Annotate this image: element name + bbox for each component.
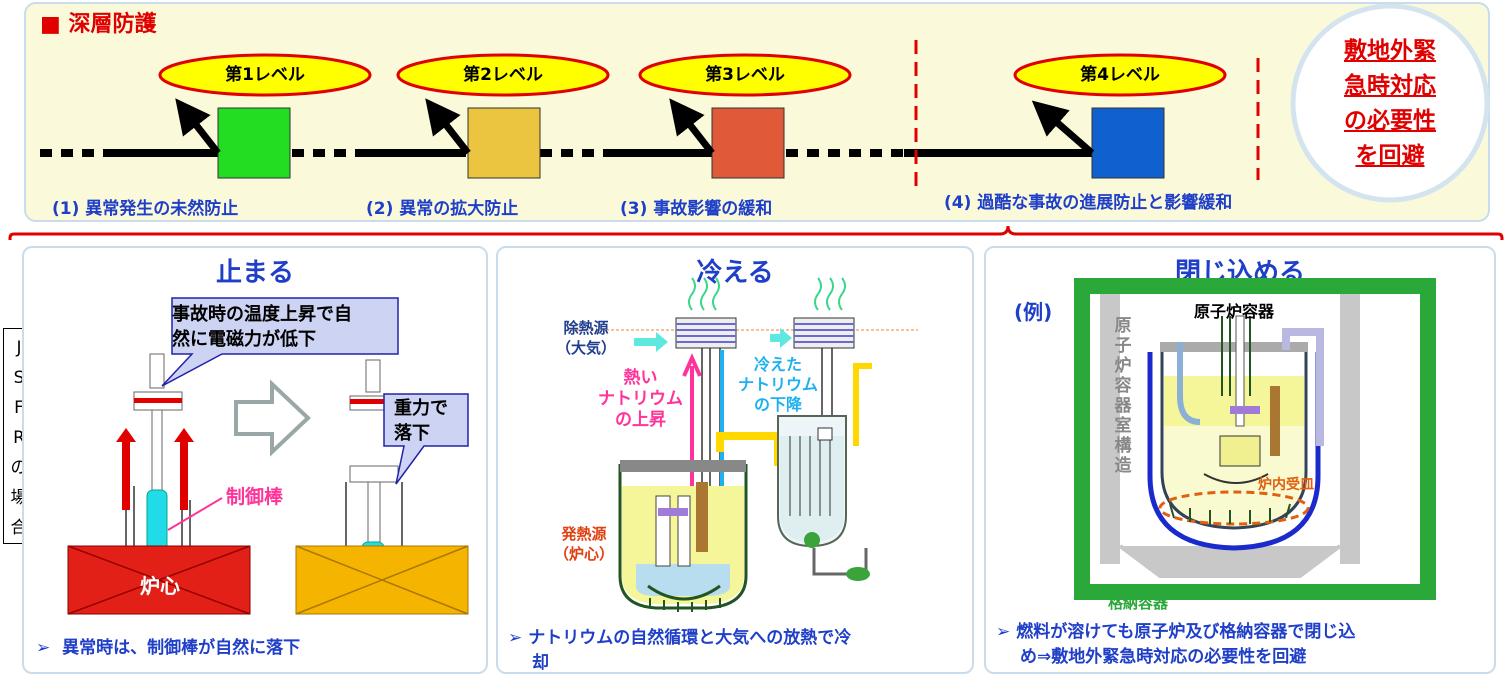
level4-square	[1091, 107, 1165, 179]
hot-sodium-label: 熱い ナトリウム の上昇	[598, 368, 683, 430]
level2-label: 第2レベル	[463, 65, 543, 85]
arrow-3	[669, 98, 715, 156]
reactor-vessel-label: 原子炉容器	[1194, 302, 1275, 321]
level3-label: 第3レベル	[705, 65, 785, 85]
avoid-circle	[1290, 3, 1490, 203]
stop-callout-gravity: 重力で 落下	[394, 398, 448, 444]
cool-panel-title: 冷える	[696, 258, 774, 288]
heat-source-label: 発熱源 （炉心）	[554, 525, 615, 563]
stop-callout-temperature: 事故時の温度上昇で自 然に電磁力が低下	[172, 304, 352, 350]
reactor-room-label: 原 子 炉 容 器 室 構 造	[1114, 316, 1132, 476]
arrow-2	[425, 98, 471, 156]
example-label: (例)	[1014, 300, 1053, 324]
stop-panel-title: 止まる	[215, 258, 294, 288]
level1-ellipse	[158, 53, 372, 97]
level3-square	[711, 107, 785, 179]
heat-sink-label: 除熱源 （大気）	[556, 319, 617, 357]
stop-bullet: ➢ 異常時は、制御棒が自然に落下	[36, 638, 301, 658]
level4-label: 第4レベル	[1080, 65, 1160, 85]
arrow-1	[175, 98, 221, 156]
cool-diagram	[566, 277, 918, 612]
level1-caption: (1) 異常発生の未然防止	[52, 199, 239, 219]
level3-caption: (3) 事故影響の緩和	[620, 199, 773, 219]
level1-square	[217, 107, 291, 179]
defense-levels-diagram	[8, 3, 1504, 240]
level4-ellipse	[1013, 53, 1227, 97]
avoid-offsite-response-text: 敷地外緊 急時対応 の必要性 を回避	[1344, 38, 1436, 169]
page-title: ■ 深層防護	[40, 12, 157, 37]
level4-caption: (4) 過酷な事故の進展防止と影響緩和	[944, 193, 1233, 213]
core-catcher-label: 炉内受皿	[1258, 477, 1314, 493]
cool-bullet: ➢ナトリウムの自然循環と大気への放熱で冷 却	[508, 628, 852, 673]
contain-diagram	[1074, 278, 1436, 600]
cold-sodium-label: 冷えた ナトリウム の下降	[738, 355, 819, 414]
level1-label: 第1レベル	[225, 65, 305, 85]
level2-caption: (2) 異常の拡大防止	[366, 199, 519, 219]
red-bracket	[8, 225, 1504, 240]
stop-diagram	[67, 297, 469, 615]
control-rod-label: 制御棒	[226, 486, 284, 508]
level2-square	[467, 107, 541, 179]
containment-label: 格納容器	[1108, 594, 1169, 612]
arrow-4	[1031, 100, 1095, 156]
contain-bullet: ➢燃料が溶けても原子炉及び格納容器で閉じ込 め⇒敷地外緊急時対応の必要性を回避	[996, 622, 1356, 667]
level3-ellipse	[638, 53, 852, 97]
core-label: 炉心	[140, 574, 180, 598]
level2-ellipse	[396, 53, 610, 97]
